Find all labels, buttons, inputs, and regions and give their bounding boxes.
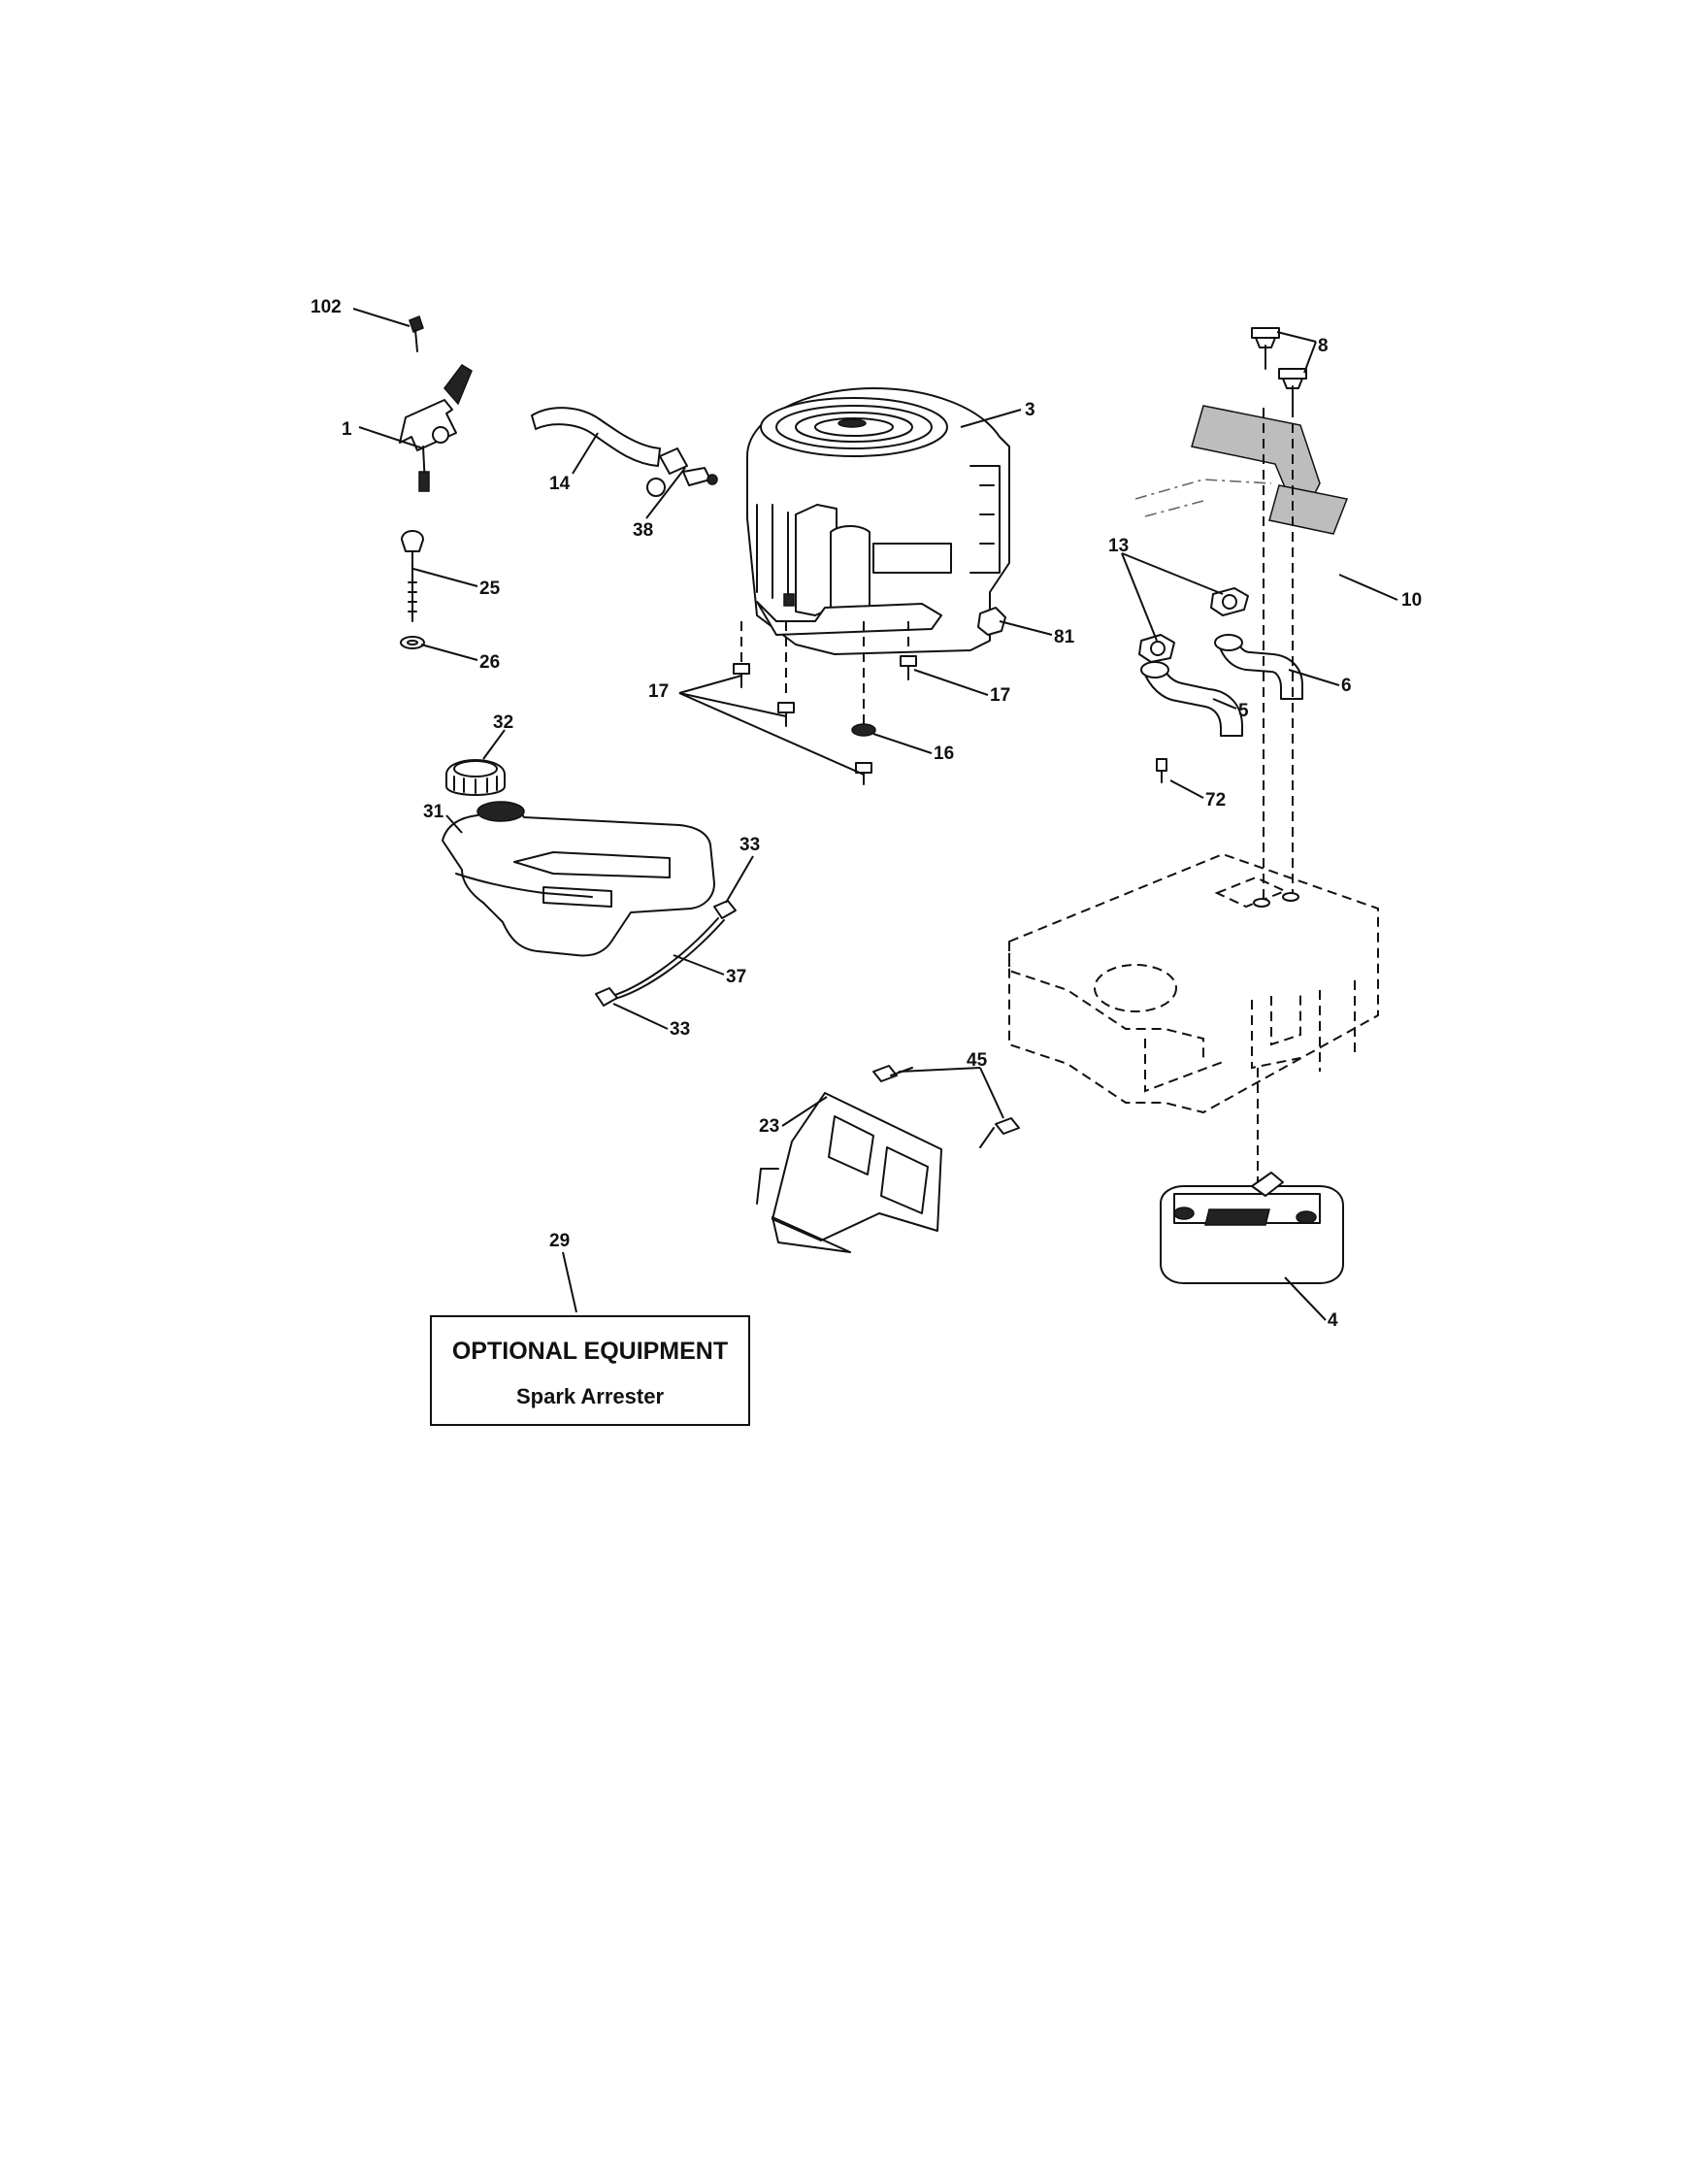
throttle-control-part [399,315,473,492]
callout-45: 45 [967,1050,988,1071]
callout-8: 8 [1318,336,1329,356]
engine-mounting-hardware [733,607,1006,785]
callout-32: 32 [493,712,513,733]
chassis-frame-part [1008,408,1379,1188]
optional-equipment-item: Spark Arrester [516,1384,664,1408]
fuel-hose-part [531,407,718,497]
callout-72: 72 [1205,790,1226,811]
callout-31: 31 [423,802,444,822]
callout-14: 14 [549,474,571,494]
exhaust-mount-parts [1134,327,1349,783]
callout-4: 4 [1328,1310,1338,1331]
callout-33-bottom: 33 [670,1019,690,1040]
bolt-washer-parts [400,530,425,649]
callout-33-top: 33 [739,835,760,855]
callout-6: 6 [1341,676,1352,696]
callout-17-left: 17 [648,681,669,702]
callout-1: 1 [342,419,352,440]
callout-3: 3 [1025,400,1035,420]
callout-13: 13 [1108,536,1129,556]
leader-lines [352,308,1398,1321]
callout-23: 23 [759,1116,779,1137]
callout-81: 81 [1054,627,1075,647]
callout-labels: 102 1 14 38 3 8 10 13 25 26 81 17 17 6 5… [311,297,1422,1331]
heat-shield-part [756,1065,1020,1253]
callout-38: 38 [633,520,653,541]
callout-10: 10 [1401,590,1422,611]
callout-5: 5 [1238,701,1249,721]
callout-25: 25 [479,579,501,599]
engine-part [746,387,1010,655]
muffler-part [1160,1172,1344,1284]
optional-equipment-box: OPTIONAL EQUIPMENT Spark Arrester [430,1315,750,1426]
callout-26: 26 [479,652,500,673]
fuel-tank-parts [442,759,737,1007]
optional-equipment-title: OPTIONAL EQUIPMENT [452,1338,728,1365]
callout-37: 37 [726,967,746,987]
callout-17-right: 17 [990,685,1010,706]
callout-102: 102 [311,297,342,317]
callout-29: 29 [549,1231,570,1251]
callout-16: 16 [934,744,954,764]
